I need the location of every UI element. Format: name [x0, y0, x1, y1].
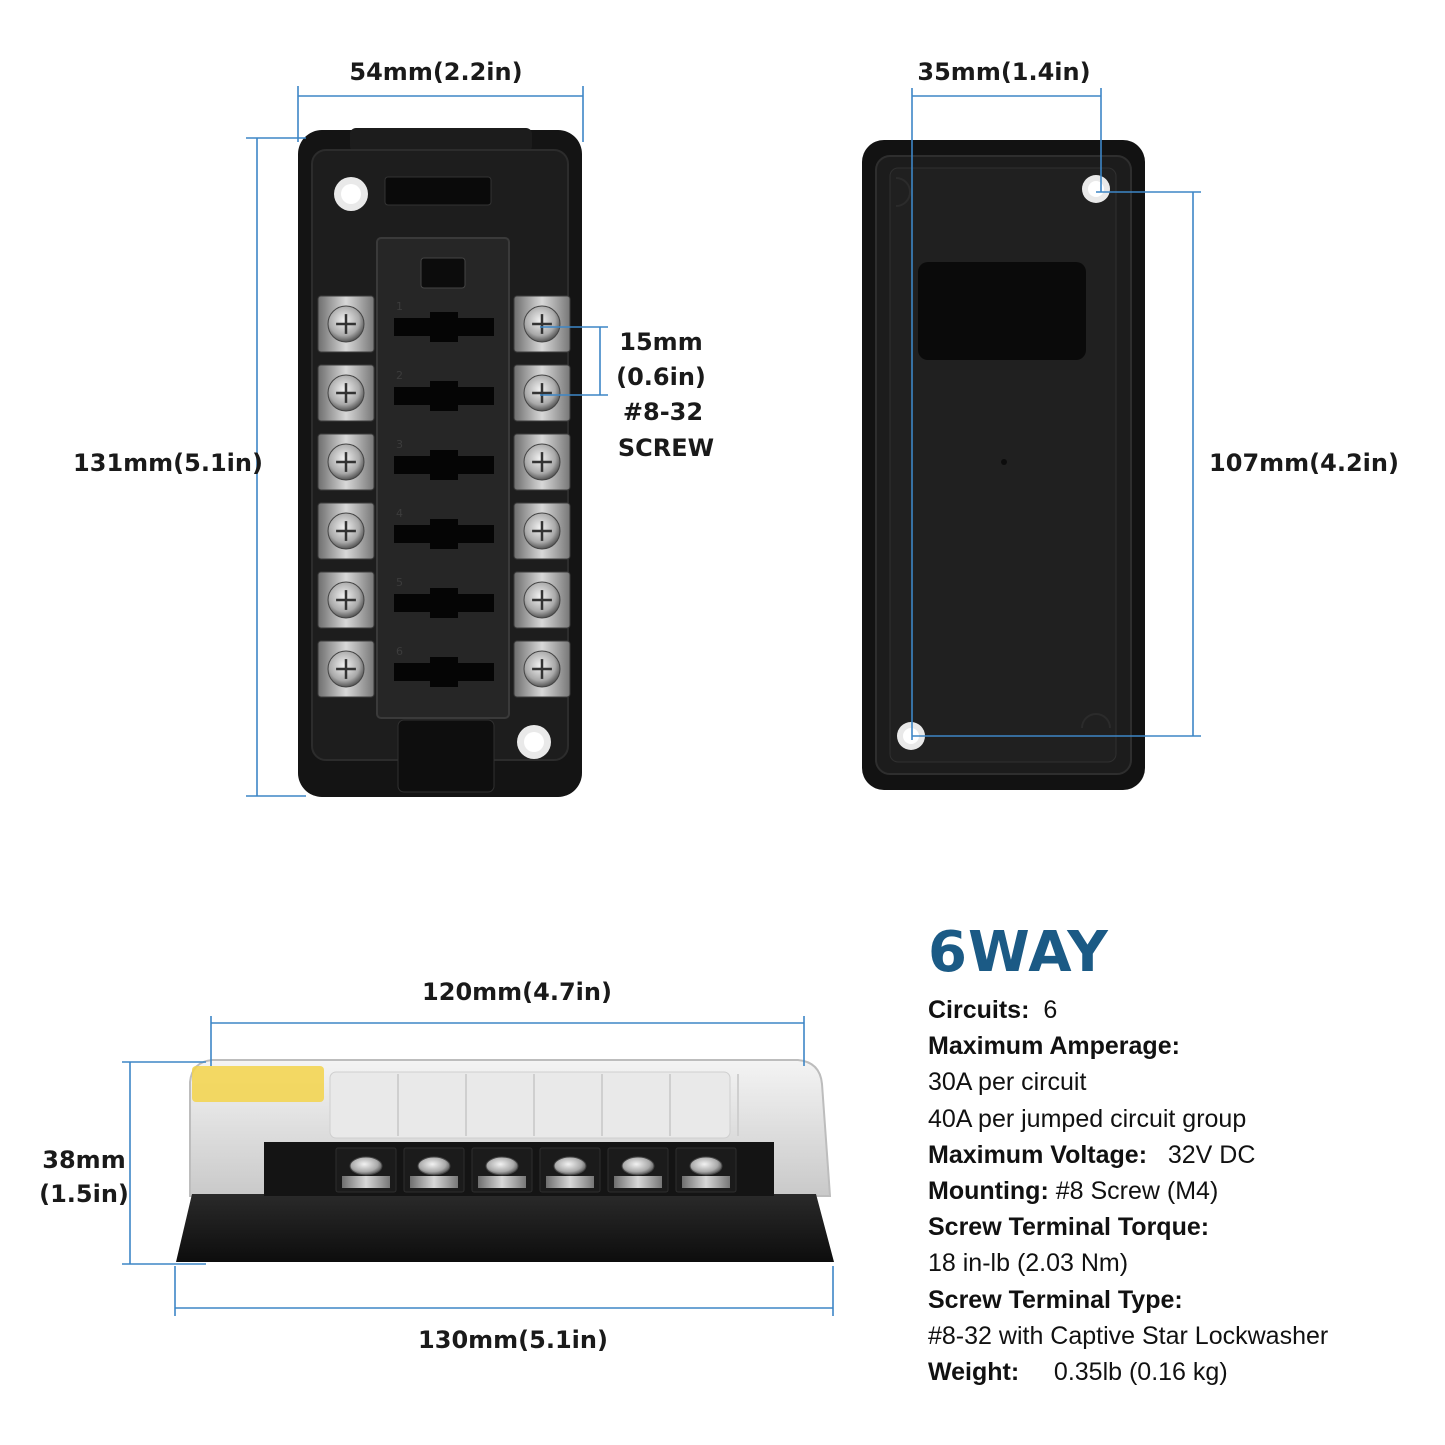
screw-word-label: SCREW [618, 434, 714, 462]
side-terminal-screw [553, 1156, 587, 1176]
terminal-screw-left [327, 443, 365, 481]
fuse-number: 2 [396, 369, 403, 382]
terminal-screw-left [327, 512, 365, 550]
fuse-number: 6 [396, 645, 403, 658]
front-view-fuse-block: 1 2 3 4 5 6 [298, 128, 582, 797]
dimension-label-pitch: 15mm [619, 328, 702, 356]
side-terminal [335, 1147, 397, 1193]
fuse-number: 4 [396, 507, 403, 520]
side-terminal-screw [417, 1156, 451, 1176]
spec-mounting-label: Mounting: [928, 1177, 1049, 1206]
terminal-screw-right [523, 374, 561, 412]
fuse-number: 5 [396, 576, 403, 589]
terminal-screw-left [327, 305, 365, 343]
dimension-label-width: 54mm(2.2in) [349, 58, 522, 86]
spec-max-volt: Maximum Voltage: 32V DC [928, 1137, 1428, 1173]
side-terminal-screw [689, 1156, 723, 1176]
dimension-label-side-height: 38mm [42, 1146, 125, 1174]
terminal-screw-left [327, 581, 365, 619]
dimension-120mm: 120mm(4.7in) [210, 978, 805, 1066]
terminal-screw-right [523, 443, 561, 481]
spec-amp-line1: 30A per circuit [928, 1068, 1087, 1097]
fuse-slot [394, 657, 494, 687]
dimension-label-height: 131mm(5.1in) [73, 449, 263, 477]
fuse-slot [394, 450, 494, 480]
dimension-107mm: 107mm(4.2in) [912, 191, 1399, 737]
spec-terminal-type-value: #8-32 with Captive Star Lockwasher [928, 1321, 1329, 1350]
spec-torque-label: Screw Terminal Torque: [928, 1213, 1210, 1242]
spec-circuits: Circuits: 6 [928, 992, 1428, 1028]
dimension-label-base-width: 130mm(5.1in) [418, 1326, 608, 1354]
spec-mounting: Mounting: #8 Screw (M4) [928, 1173, 1428, 1209]
fuse-number: 1 [396, 300, 403, 313]
fuse-slot [394, 588, 494, 618]
dimension-54mm: 54mm(2.2in) [297, 58, 584, 142]
fuse-slot [394, 381, 494, 411]
back-view-fuse-block [862, 140, 1145, 790]
dimension-label-cover-width: 120mm(4.7in) [422, 978, 612, 1006]
spec-terminal-type-label: Screw Terminal Type: [928, 1285, 1183, 1314]
dimension-15mm: 15mm (0.6in) #8-32 SCREW [540, 326, 714, 462]
dimension-131mm: 131mm(5.1in) [73, 137, 306, 797]
terminal-screw-right [523, 581, 561, 619]
side-view-fuse-block [176, 1059, 834, 1262]
product-title: 6WAY [928, 920, 1109, 985]
side-terminal [675, 1147, 737, 1193]
fuse-slot [394, 312, 494, 342]
spec-circuits-value: 6 [1043, 996, 1058, 1024]
side-terminal-screw [349, 1156, 383, 1176]
terminal-screw-left [327, 374, 365, 412]
fuse-row: 1 [317, 295, 571, 353]
spec-weight-label: Weight: [928, 1358, 1020, 1387]
terminal-screw-right [523, 305, 561, 343]
spec-mounting-value: #8 Screw (M4) [1055, 1177, 1219, 1206]
terminal-screw-left [327, 650, 365, 688]
side-terminal [539, 1147, 601, 1193]
dimension-35mm: 35mm(1.4in) [911, 58, 1102, 740]
spec-panel: 6WAY Circuits: 6 Maximum Amperage: 30A p… [928, 922, 1428, 1390]
terminal-screw-right [523, 512, 561, 550]
spec-max-volt-label: Maximum Voltage: [928, 1140, 1148, 1169]
spec-torque-value: 18 in-lb (2.03 Nm) [928, 1249, 1129, 1278]
dimension-label-side-height-in: (1.5in) [39, 1180, 129, 1208]
spec-weight-value: 0.35lb (0.16 kg) [1053, 1358, 1228, 1387]
screw-spec-label: #8-32 [623, 398, 703, 426]
terminal-screw-right [523, 650, 561, 688]
spec-amp-line2: 40A per jumped circuit group [928, 1104, 1247, 1133]
side-terminal [607, 1147, 669, 1193]
side-terminal-screw [621, 1156, 655, 1176]
fuse-slot [394, 519, 494, 549]
fuse-row: 4 [317, 502, 571, 560]
dimension-label-pitch-in: (0.6in) [616, 363, 706, 391]
fuse-row: 6 [317, 640, 571, 698]
dimension-label-hole-height: 107mm(4.2in) [1209, 449, 1399, 477]
side-terminal [403, 1147, 465, 1193]
dimension-38mm: 38mm (1.5in) [39, 1061, 206, 1265]
fuse-row: 2 [317, 364, 571, 422]
dimension-label-hole-spacing: 35mm(1.4in) [917, 58, 1090, 86]
dimension-130mm: 130mm(5.1in) [174, 1266, 834, 1354]
fuse-row: 5 [317, 571, 571, 629]
spec-circuits-label: Circuits: [928, 996, 1030, 1024]
spec-weight: Weight: 0.35lb (0.16 kg) [928, 1354, 1428, 1390]
side-terminal [471, 1147, 533, 1193]
spec-max-volt-value: 32V DC [1167, 1140, 1256, 1169]
fuse-row: 3 [317, 433, 571, 491]
side-terminal-screw [485, 1156, 519, 1176]
spec-max-amp-label: Maximum Amperage: [928, 1032, 1180, 1061]
fuse-number: 3 [396, 438, 403, 451]
